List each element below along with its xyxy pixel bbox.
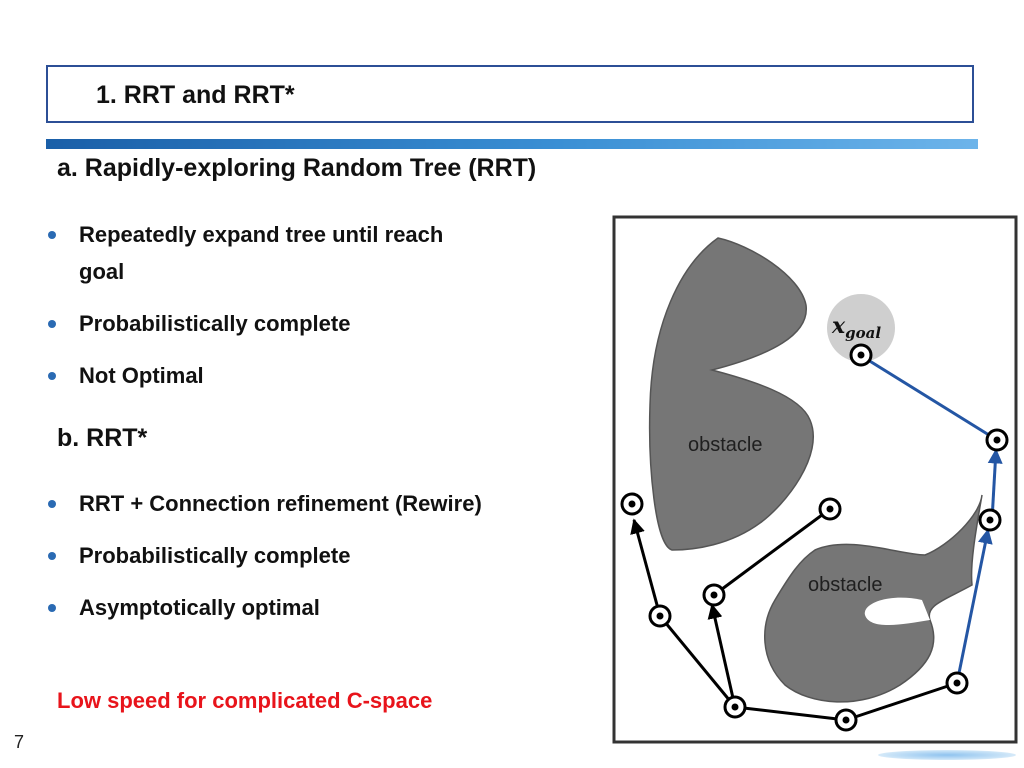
obstacle-shape-1 bbox=[648, 237, 814, 551]
node bbox=[648, 604, 672, 628]
warning-text: Low speed for complicated C-space bbox=[57, 688, 433, 713]
bullet-item-continuation: goal bbox=[79, 259, 125, 284]
tree-edge bbox=[734, 705, 847, 722]
tree-edge bbox=[713, 507, 831, 597]
tree-edge bbox=[845, 681, 958, 722]
bullet-dot-icon bbox=[48, 500, 56, 508]
blue-path bbox=[859, 353, 1003, 684]
bullet-item: Not Optimal bbox=[48, 357, 443, 394]
node bbox=[818, 497, 842, 521]
section-a-bullets: Repeatedly expand tree until reach goal … bbox=[48, 216, 443, 409]
tree-edge bbox=[630, 518, 662, 617]
node bbox=[945, 671, 969, 695]
blue-edge bbox=[859, 353, 998, 442]
bullet-item: Probabilistically complete bbox=[48, 305, 443, 342]
node bbox=[978, 508, 1002, 532]
footer-decoration bbox=[878, 750, 1016, 760]
tree-edge bbox=[658, 615, 737, 708]
section-a-heading: a. Rapidly-exploring Random Tree (RRT) bbox=[57, 154, 537, 182]
obstacle-label-1: obstacle bbox=[688, 434, 763, 456]
goal-region bbox=[827, 294, 895, 362]
obstacle-notch bbox=[864, 597, 930, 625]
blue-edge bbox=[987, 448, 1003, 521]
section-b-heading: b. RRT* bbox=[57, 424, 148, 452]
slide-title: 1. RRT and RRT* bbox=[96, 81, 295, 109]
bullet-item: Repeatedly expand tree until reach bbox=[48, 216, 443, 253]
bullet-item: Asymptotically optimal bbox=[48, 589, 482, 626]
title-underline-bar bbox=[46, 139, 978, 149]
node bbox=[985, 428, 1009, 452]
bullet-dot-icon bbox=[48, 231, 56, 239]
node-root bbox=[723, 695, 747, 719]
rrt-diagram: obstacle obstacle xgoal bbox=[612, 215, 1018, 744]
node bbox=[702, 583, 726, 607]
blue-edge bbox=[955, 528, 993, 684]
obstacle-shape-2 bbox=[764, 494, 983, 703]
title-box: 1. RRT and RRT* bbox=[46, 65, 974, 123]
node bbox=[834, 708, 858, 732]
obstacle-label-2: obstacle bbox=[808, 574, 883, 596]
page-number: 7 bbox=[14, 732, 25, 752]
bullet-dot-icon bbox=[48, 320, 56, 328]
section-b-bullets: RRT + Connection refinement (Rewire) Pro… bbox=[48, 485, 482, 641]
bullet-item: Probabilistically complete bbox=[48, 537, 482, 574]
bullet-dot-icon bbox=[48, 604, 56, 612]
black-tree bbox=[630, 507, 958, 722]
tree-nodes bbox=[620, 343, 1009, 732]
bullet-dot-icon bbox=[48, 552, 56, 560]
node-goal bbox=[849, 343, 873, 367]
node bbox=[620, 492, 644, 516]
bullet-dot-icon bbox=[48, 372, 56, 380]
bullet-item: RRT + Connection refinement (Rewire) bbox=[48, 485, 482, 522]
goal-label: xgoal bbox=[831, 313, 881, 342]
tree-edge bbox=[707, 603, 737, 708]
